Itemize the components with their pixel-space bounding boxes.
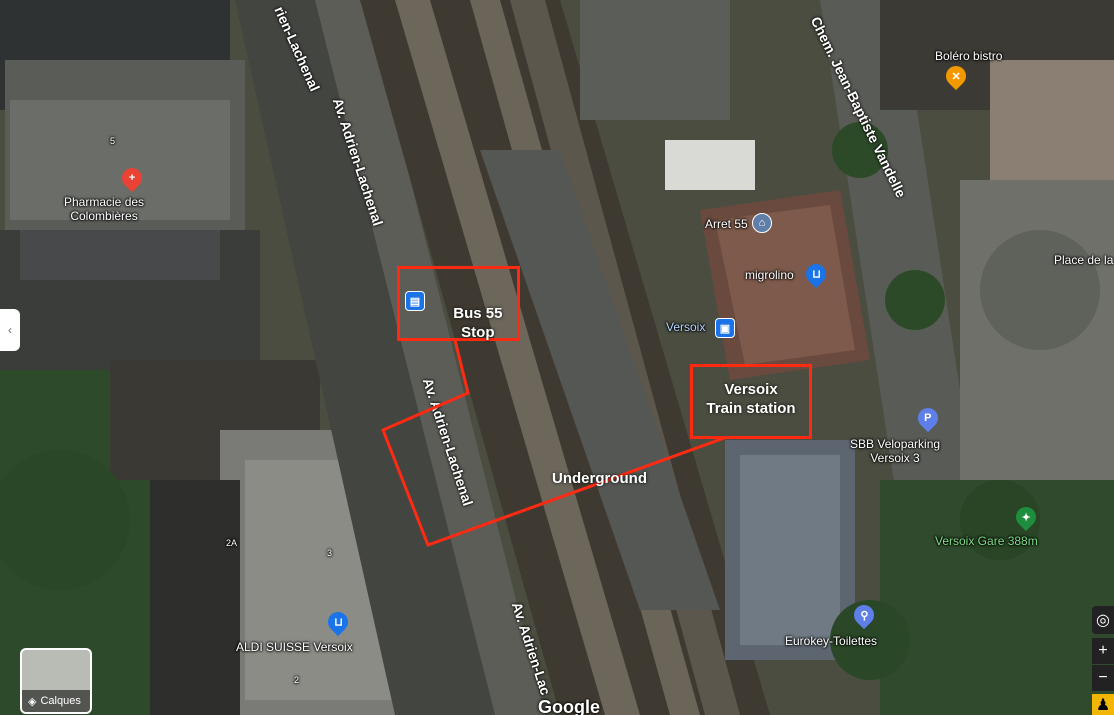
building-number-2a: 2A: [226, 538, 238, 548]
street-view-pegman-button[interactable]: ♟: [1092, 694, 1114, 715]
my-location-button[interactable]: ◎: [1092, 606, 1114, 634]
layers-button[interactable]: ◈Calques: [20, 648, 92, 714]
place-label-veloparking[interactable]: SBB Veloparking Versoix 3: [850, 437, 941, 465]
place-label-bolero[interactable]: Boléro bistro: [935, 49, 1003, 63]
collapse-panel-button[interactable]: ‹: [0, 309, 20, 351]
place-label-aldi[interactable]: ALDI SUISSE Versoix: [236, 640, 353, 654]
building-number-2: 2: [294, 675, 300, 685]
chevron-left-icon: ‹: [8, 323, 12, 337]
annotation-underground: Underground: [552, 470, 647, 487]
annotation-bus-stop-label: Bus 55 Stop: [453, 305, 503, 341]
place-label-migrolino[interactable]: migrolino: [745, 268, 794, 282]
crosshair-icon: ◎: [1096, 612, 1110, 629]
layers-label: Calques: [40, 695, 81, 707]
place-label-versoix-gare[interactable]: Versoix Gare 388m: [935, 534, 1038, 548]
museum-icon: ⌂: [752, 213, 772, 233]
train-station-icon[interactable]: ▣: [715, 318, 735, 338]
place-label-eurokey[interactable]: Eurokey-Toilettes: [785, 634, 878, 648]
building-number-5: 5: [110, 136, 116, 146]
zoom-out-button[interactable]: −: [1092, 665, 1114, 691]
layers-icon: ◈: [28, 695, 37, 708]
bus-icon[interactable]: ▤: [405, 291, 425, 311]
pegman-icon: ♟: [1095, 696, 1111, 714]
place-label-pharmacie[interactable]: Pharmacie des Colombières: [64, 195, 145, 223]
google-attribution: Google: [538, 697, 600, 715]
building-number-3: 3: [327, 548, 333, 558]
place-label-versoix[interactable]: Versoix: [666, 320, 706, 334]
place-label-place[interactable]: Place de la: [1054, 253, 1114, 267]
annotation-train-station: Versoix Train station: [690, 364, 812, 439]
place-label-arret55[interactable]: Arret 55: [705, 217, 748, 231]
annotation-bus-stop: Bus 55 Stop: [397, 266, 520, 341]
zoom-in-button[interactable]: +: [1092, 638, 1114, 664]
